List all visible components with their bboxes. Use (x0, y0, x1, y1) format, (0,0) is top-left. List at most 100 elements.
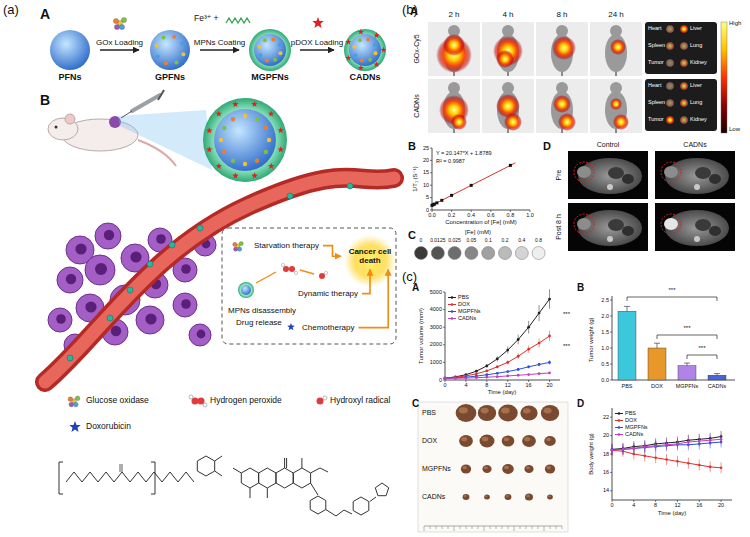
body-weight-plot (721, 500, 722, 502)
row-label: MGPFNs (422, 465, 451, 473)
process-panel (324, 271, 327, 274)
axis-tick-label: 15 (423, 169, 429, 175)
loading-icons (119, 24, 124, 29)
organ-label: Kidney (690, 59, 707, 65)
nanoparticle-figure (50, 30, 90, 70)
axis-tick-label: 2.0 (601, 313, 609, 319)
chart-legend-samples (451, 317, 454, 320)
tumor-weight-chart (612, 296, 735, 380)
body-weight-plot (644, 442, 645, 453)
panel-letter: C (408, 229, 416, 242)
fluorescence-images (553, 95, 571, 113)
body-weight-plot (633, 447, 636, 450)
tumor-volume-plot (496, 365, 499, 368)
body-weight-plot (644, 440, 645, 451)
polymer-structure (120, 464, 122, 472)
tumor-illustration (85, 301, 96, 312)
axis-tick-label: 0.2 (448, 212, 456, 218)
tumor-volume-plot (517, 355, 520, 358)
tumor-photo (461, 465, 471, 474)
fluorescence-images (428, 22, 480, 76)
legend-text: PBS (458, 294, 469, 300)
fluorescence-images (556, 82, 568, 94)
fluorescence-images (666, 116, 675, 125)
fluorescence-images (666, 25, 674, 33)
zoomed-nanoparticle (222, 150, 226, 154)
body-weight-plot (612, 445, 613, 456)
tumor-volume-plot (527, 373, 530, 376)
phantom-images (431, 247, 444, 260)
fluorescence-images (645, 79, 717, 131)
tumor-volume-plot (506, 370, 509, 373)
axis-tick-label: 14 (603, 487, 609, 493)
tumor-photo (418, 402, 568, 532)
zoomed-nanoparticle (216, 163, 222, 169)
tumor-photo (546, 438, 551, 442)
mouse (55, 126, 58, 129)
tumor-volume-plot (444, 377, 447, 380)
body-weight-plot (612, 444, 613, 455)
body-weight-plot (710, 435, 711, 446)
tumor-volume-plot (454, 376, 457, 379)
process-panel (281, 263, 284, 266)
polymer-structure (215, 456, 222, 476)
tumor-photo (456, 404, 477, 422)
tumor-volume-plot (528, 365, 529, 368)
nanoparticle-figure (343, 28, 387, 72)
tumor-volume-plot (485, 373, 488, 376)
doxorubicin-structure (259, 468, 276, 488)
body-weight-plot (698, 464, 701, 467)
body-weight-plot (612, 445, 613, 456)
tumor-volume-plot (528, 380, 529, 382)
fluorescence-images (680, 82, 689, 91)
body-weight-plot (611, 449, 614, 452)
body-weight-plot (677, 438, 678, 449)
body-weight-plot (676, 443, 679, 446)
mri-images (607, 184, 613, 190)
nanoparticle-figure (345, 55, 351, 61)
chart-legend-samples (618, 412, 621, 415)
mouse (118, 110, 212, 170)
legend-item: DOX (458, 301, 470, 307)
fluorescence-images (666, 59, 675, 68)
connector-arrow (300, 49, 334, 51)
tumor-volume-plot (506, 361, 509, 364)
axis-tick-label: 20 (718, 502, 724, 508)
category-label: CADNs (708, 383, 726, 389)
chart-legend-samples (615, 434, 623, 435)
doxorubicin-structure (326, 510, 352, 517)
fluorescence-images (666, 42, 675, 51)
body-weight-plot (611, 449, 614, 452)
legend-text: PBS (625, 410, 636, 416)
loading-icons (121, 17, 126, 22)
body-weight-plot (709, 439, 712, 442)
legend-text: MGPFNs (625, 424, 648, 430)
fluorescence-images (536, 79, 588, 133)
panel-letter: D (543, 140, 551, 153)
nanoparticle-figure (248, 28, 292, 72)
tumor-volume-plot (539, 339, 540, 348)
loading-icons (226, 18, 250, 23)
tumor-volume-plot (497, 373, 498, 375)
tumor-photo (464, 495, 467, 497)
legend-icons (203, 403, 207, 407)
nanoparticle-figure (263, 38, 267, 42)
chart-legend-samples (615, 413, 623, 414)
legend-item: Glucose oxidase (86, 396, 149, 406)
panel-letter: D (577, 398, 584, 410)
tumor-volume-plot (443, 292, 445, 293)
process-panel (256, 272, 276, 283)
fluorescence-images (558, 113, 576, 131)
body-weight-plot (610, 472, 612, 473)
mri-images (568, 203, 648, 251)
tumor-weight-chart (610, 380, 612, 381)
tumor-photo (472, 526, 473, 529)
chart-legend-samples (451, 303, 454, 306)
mri-images (577, 218, 591, 230)
polymer-structure (66, 472, 194, 482)
zoomed-nanoparticle (243, 162, 247, 166)
edge-label: GOx Loading (96, 38, 143, 47)
panel-letter: C (412, 398, 419, 410)
zoomed-nanoparticle (251, 172, 258, 178)
